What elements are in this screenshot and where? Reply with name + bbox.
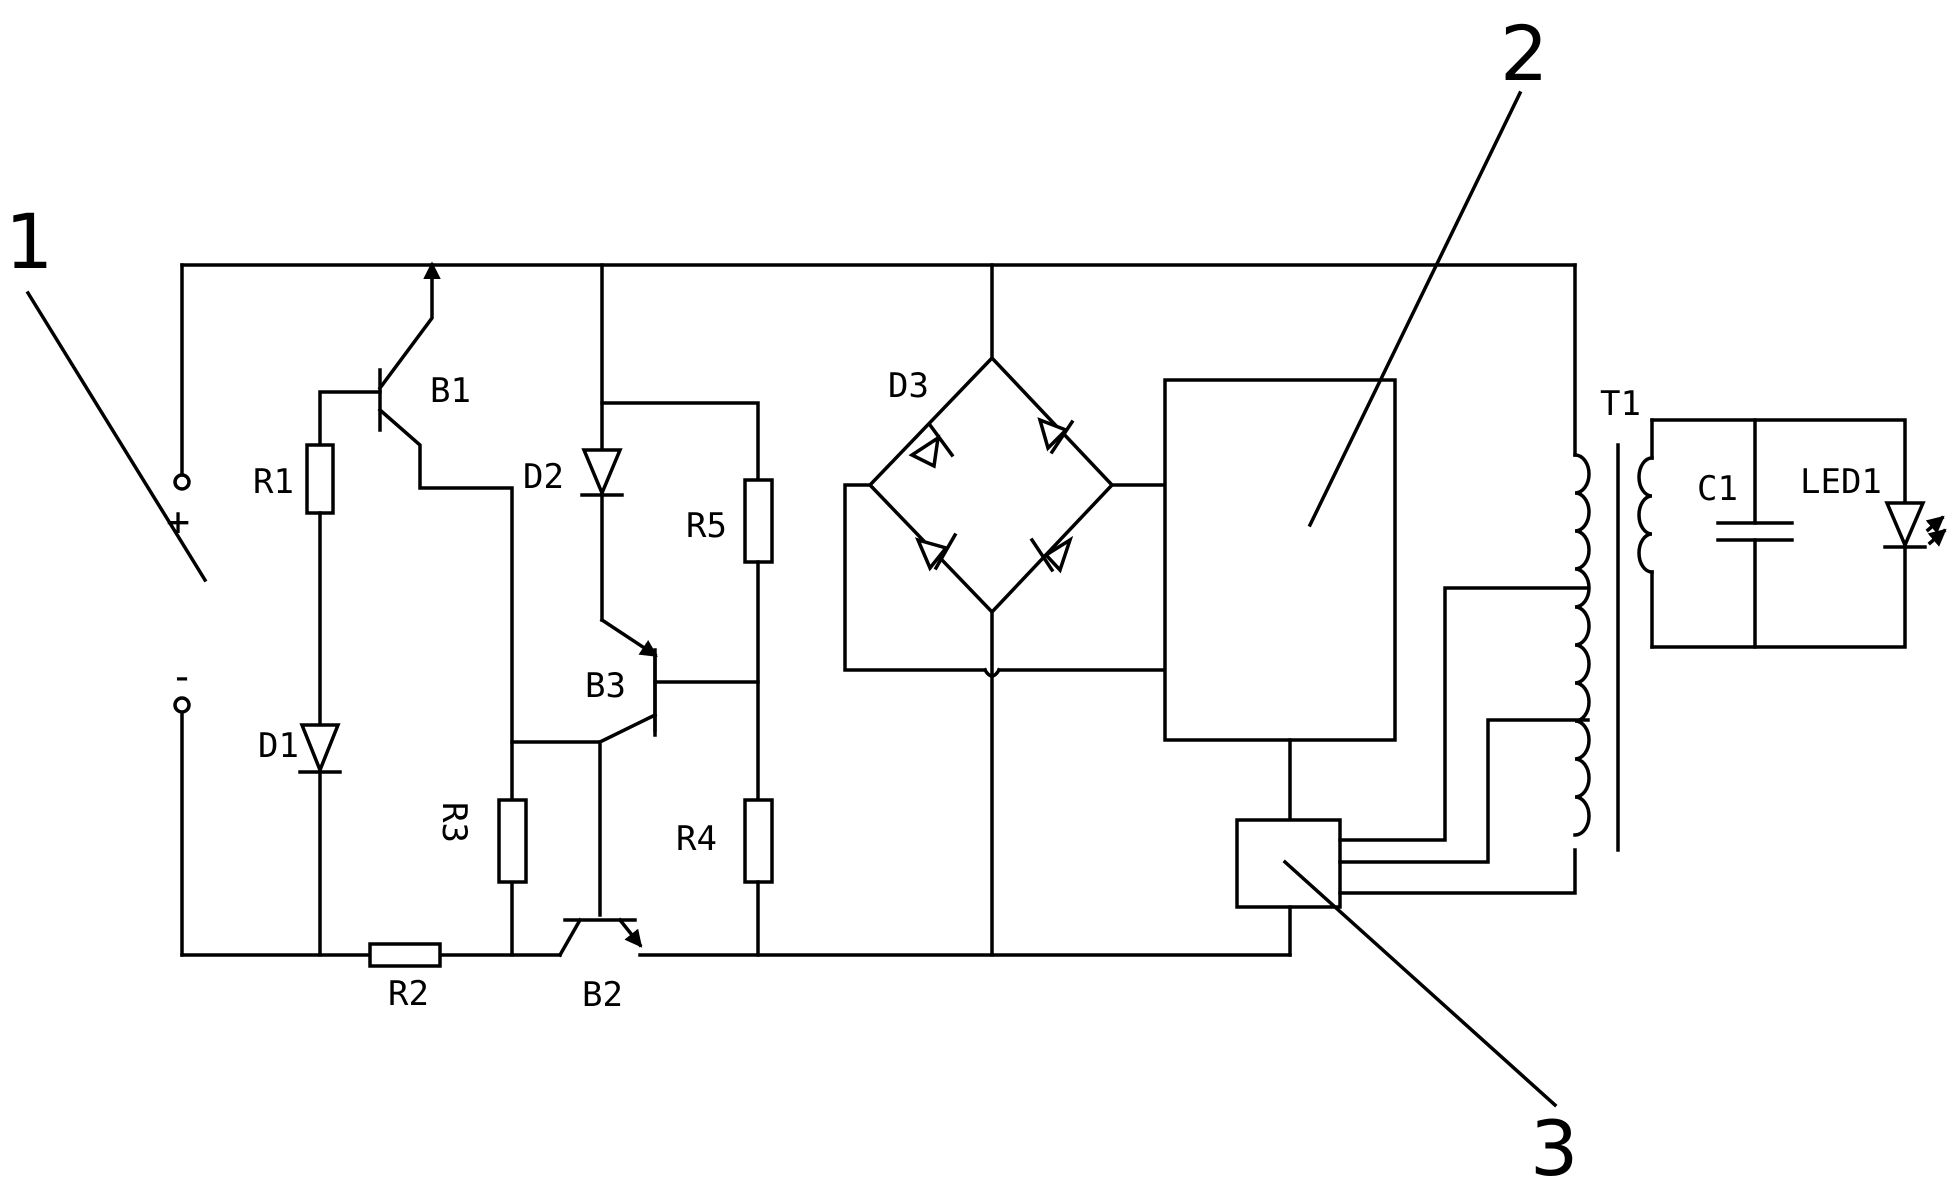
label-b1: B1 — [430, 371, 471, 411]
label-d3: D3 — [888, 366, 929, 406]
callout-1: 1 — [5, 197, 208, 583]
callout-3-label: 3 — [1530, 1104, 1578, 1185]
bridge-diode-tl — [908, 422, 955, 469]
block-2 — [1163, 378, 1397, 822]
label-r5: R5 — [686, 506, 727, 546]
label-r3: R3 — [434, 802, 474, 843]
label-r4: R4 — [676, 819, 717, 859]
capacitor-c1: C1 — [1697, 418, 1794, 649]
label-b2: B2 — [582, 975, 623, 1015]
callout-3: 3 — [1282, 859, 1578, 1185]
minus-sign: - — [170, 654, 194, 700]
callout-1-label: 1 — [5, 197, 53, 286]
input-terminals: + - — [166, 263, 194, 957]
diode-d1: D1 — [258, 723, 342, 957]
label-led1: LED1 — [1800, 462, 1882, 502]
resistor-r3: R3 — [434, 798, 528, 884]
resistor-r2: R2 — [368, 942, 442, 1014]
label-t1: T1 — [1600, 384, 1641, 424]
transistor-b2: B2 — [557, 740, 643, 1015]
bridge-rectifier-d3: D3 — [843, 263, 1167, 957]
resistor-r1: R1 — [253, 443, 335, 727]
transistor-b3: B3 — [510, 617, 760, 744]
resistor-r4: R4 — [676, 798, 774, 957]
label-d2: D2 — [523, 457, 564, 497]
label-d1: D1 — [258, 726, 299, 766]
resistor-r5: R5 — [600, 401, 774, 802]
output-loop — [1650, 418, 1907, 649]
label-b3: B3 — [585, 666, 626, 706]
callout-2: 2 — [1307, 9, 1548, 528]
label-c1: C1 — [1697, 469, 1738, 509]
label-r1: R1 — [253, 462, 294, 502]
transformer-t1: T1 — [1573, 263, 1654, 852]
bridge-diode-br — [1029, 535, 1074, 574]
callout-2-label: 2 — [1500, 9, 1548, 98]
transistor-b1: B1 — [318, 261, 514, 957]
bridge-diode-tr — [1037, 417, 1075, 455]
diode-d2: D2 — [523, 263, 624, 622]
led-led1: LED1 — [1800, 462, 1947, 550]
bridge-diode-bl — [914, 532, 958, 572]
label-r2: R2 — [388, 974, 429, 1014]
